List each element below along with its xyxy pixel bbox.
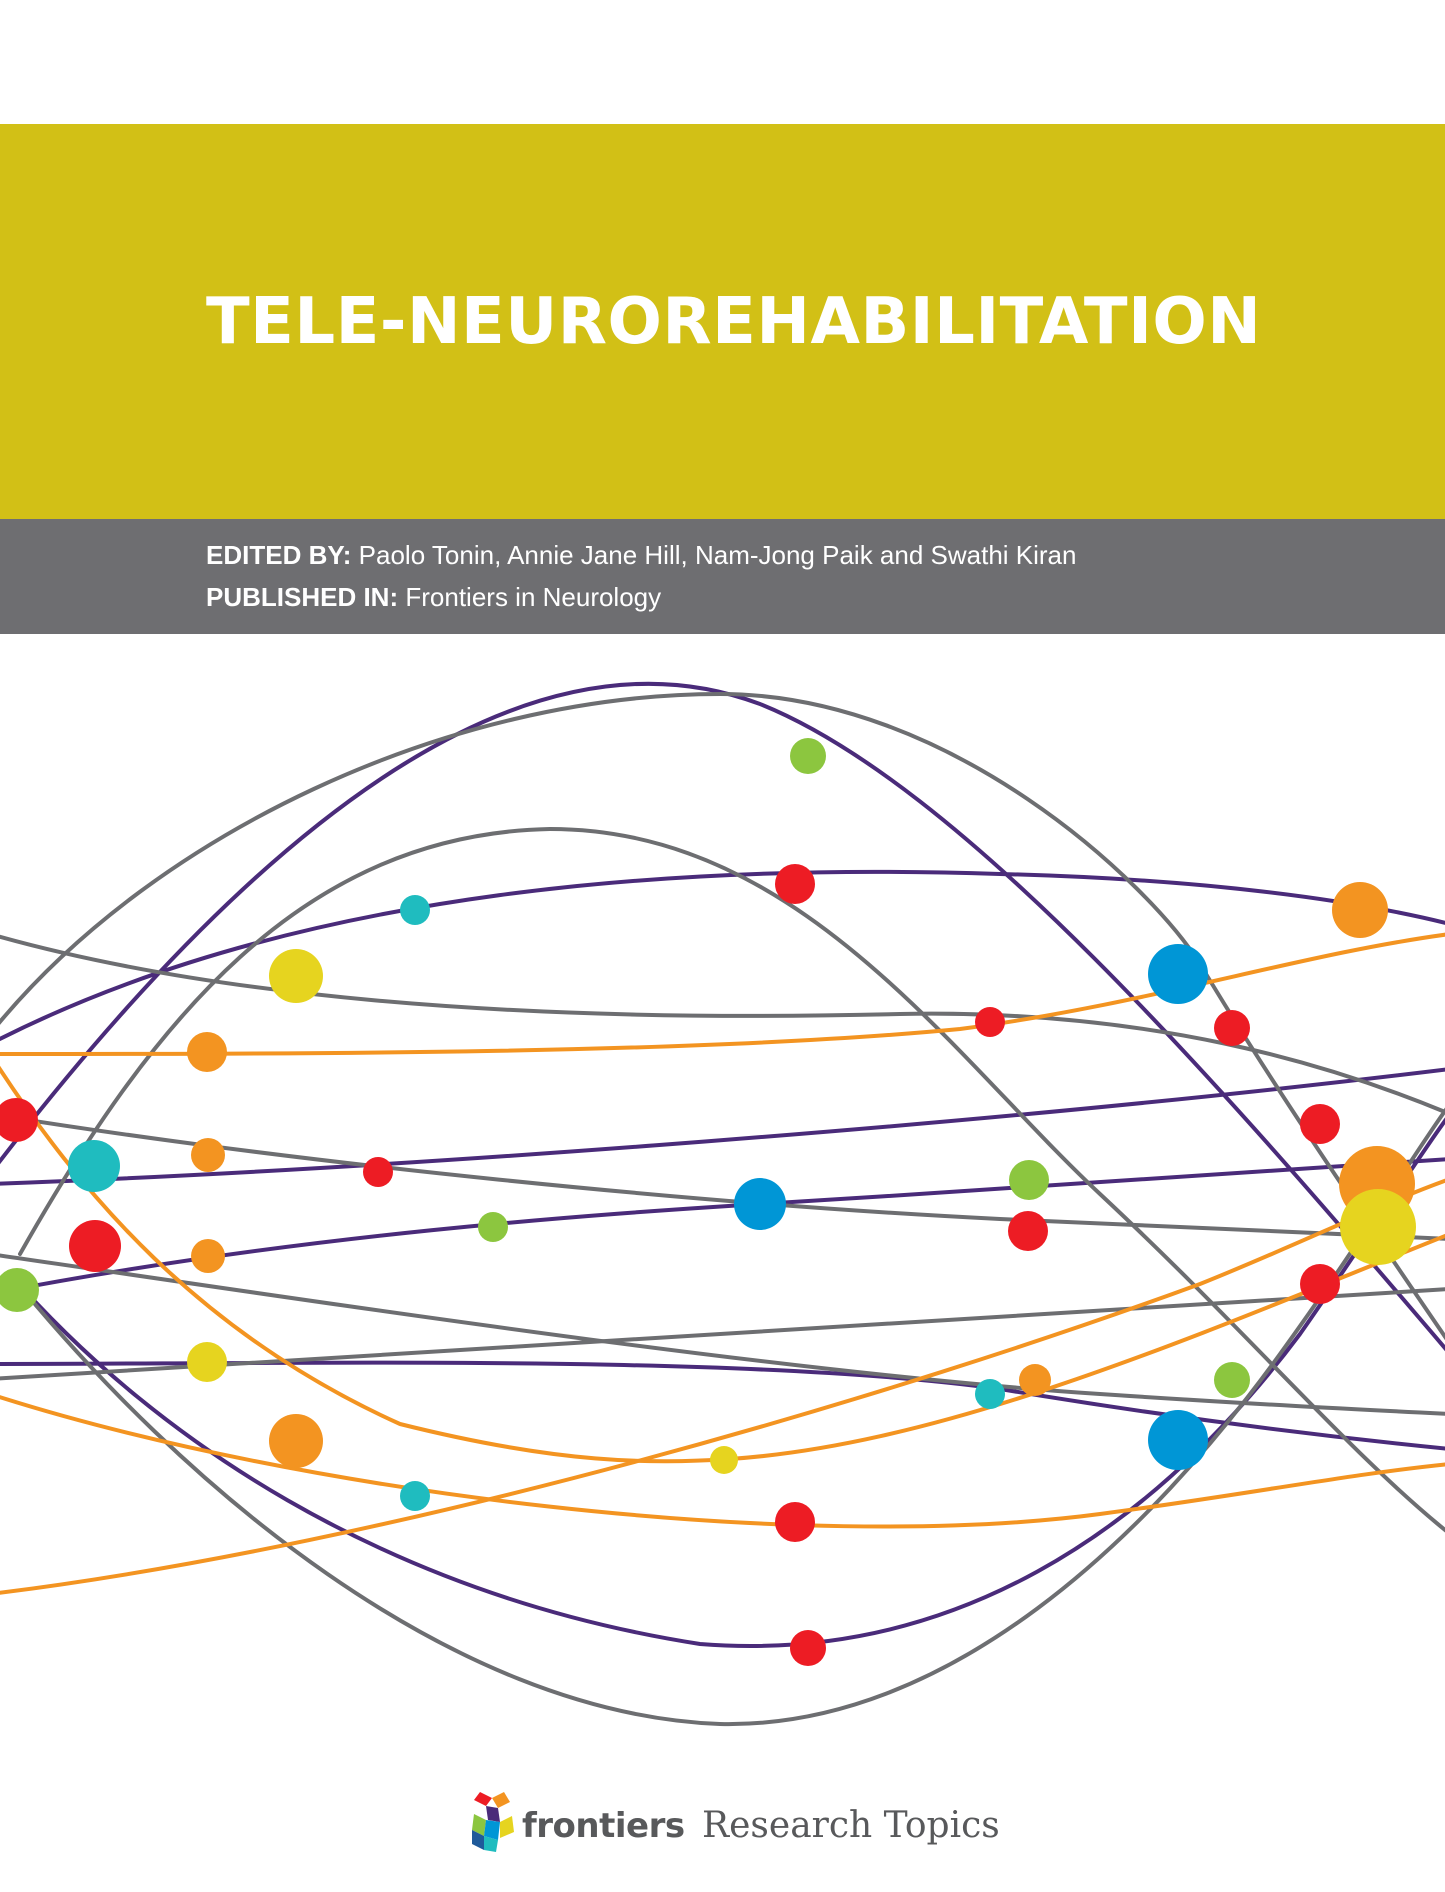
curve-purple-6 xyxy=(8,1117,1445,1649)
curve-gray-2 xyxy=(0,934,1445,1115)
curve-gray-6 xyxy=(18,826,1445,1533)
node-dot-20 xyxy=(1008,1211,1048,1251)
node-dot-29 xyxy=(269,1414,323,1468)
curve-orange-2 xyxy=(0,1395,1445,1529)
node-dot-23 xyxy=(0,1268,39,1312)
node-dot-9 xyxy=(187,1032,227,1072)
title-band xyxy=(0,124,1445,519)
curve-gray-5 xyxy=(0,1287,1445,1381)
edited-by-label: EDITED BY: xyxy=(206,540,352,570)
curve-orange-4 xyxy=(0,1065,1445,1464)
node-dot-5 xyxy=(269,949,323,1003)
node-dot-13 xyxy=(68,1140,120,1192)
meta-band xyxy=(0,519,1445,634)
curve-gray-7 xyxy=(8,1107,1445,1727)
editors-line: EDITED BY: Paolo Tonin, Annie Jane Hill,… xyxy=(206,540,1076,571)
journal-name: Frontiers in Neurology xyxy=(405,582,662,612)
node-dot-6 xyxy=(1148,944,1208,1004)
node-dot-24 xyxy=(1300,1264,1340,1304)
node-dot-1 xyxy=(790,738,826,774)
node-dot-27 xyxy=(1019,1364,1051,1396)
node-dot-10 xyxy=(0,1098,38,1142)
node-dot-4 xyxy=(1332,882,1388,938)
node-dot-25 xyxy=(187,1342,227,1382)
node-dot-12 xyxy=(191,1138,225,1172)
node-dot-21 xyxy=(69,1220,121,1272)
node-dot-19 xyxy=(478,1212,508,1242)
published-in-label: PUBLISHED IN: xyxy=(206,582,399,612)
editors-names: Paolo Tonin, Annie Jane Hill, Nam-Jong P… xyxy=(358,540,1077,570)
network-illustration xyxy=(0,681,1445,1727)
node-dot-31 xyxy=(710,1446,738,1474)
node-dot-11 xyxy=(1300,1104,1340,1144)
curve-orange-1 xyxy=(0,932,1445,1056)
frontiers-cube-logo-icon xyxy=(472,1792,514,1852)
node-dot-2 xyxy=(775,864,815,904)
publisher-brand: frontiers Research Topics xyxy=(466,1790,1000,1854)
node-dot-30 xyxy=(1148,1410,1208,1470)
node-dot-17 xyxy=(734,1178,786,1230)
node-dot-8 xyxy=(1214,1010,1250,1046)
publisher-name: frontiers xyxy=(522,1806,685,1846)
node-dot-7 xyxy=(975,1007,1005,1037)
node-dot-34 xyxy=(790,1630,826,1666)
node-dot-15 xyxy=(1009,1160,1049,1200)
node-dot-26 xyxy=(1214,1362,1250,1398)
published-line: PUBLISHED IN: Frontiers in Neurology xyxy=(206,582,661,613)
curve-purple-3 xyxy=(0,1067,1445,1186)
curve-purple-1 xyxy=(0,681,1445,1352)
curve-orange-3 xyxy=(0,1178,1445,1595)
node-dot-32 xyxy=(400,1481,430,1511)
node-dot-14 xyxy=(363,1157,393,1187)
curve-gray-3 xyxy=(0,1113,1445,1241)
node-dot-28 xyxy=(975,1379,1005,1409)
node-dot-3 xyxy=(400,895,430,925)
book-title: TELE-NEUROREHABILITATION xyxy=(206,285,1262,359)
node-dot-18 xyxy=(1340,1189,1416,1265)
node-dot-22 xyxy=(191,1239,225,1273)
publisher-series: Research Topics xyxy=(702,1805,1000,1846)
node-dot-33 xyxy=(775,1502,815,1542)
curve-gray-1 xyxy=(0,691,1445,1341)
